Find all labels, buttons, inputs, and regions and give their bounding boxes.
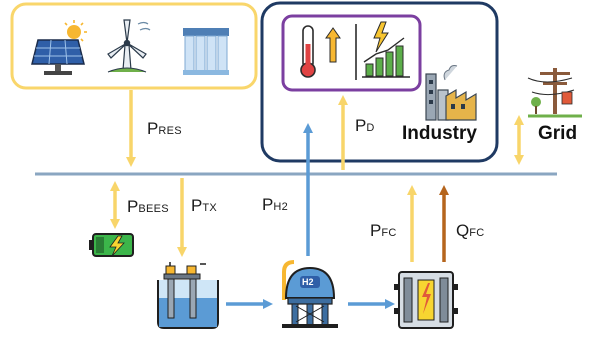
battery-icon (89, 233, 134, 257)
solar-panel-icon (31, 20, 87, 75)
p-d-main: P (355, 116, 367, 135)
p-fc-sub: FC (381, 227, 397, 239)
grid-label: Grid (538, 123, 578, 144)
p-res-main: P (147, 119, 159, 138)
demand-box (281, 14, 422, 92)
renewables-box (10, 2, 258, 90)
tank-h2-label: H2 (302, 277, 314, 287)
p-d-sub: D (366, 122, 375, 134)
q-fc-sub: FC (469, 227, 485, 239)
p-bees-sub: BEES (138, 203, 169, 215)
hydrogen-tank-icon (282, 260, 338, 328)
industry-label: Industry (402, 123, 477, 144)
fuel-cell-icon (394, 271, 458, 329)
industry-box (260, 1, 499, 163)
p-res-label: PRES (147, 120, 182, 137)
p-fc-label: PFC (370, 222, 397, 239)
electrolyzer-icon (157, 262, 219, 329)
q-fc-main: Q (456, 221, 470, 240)
p-h2-main: P (262, 195, 274, 214)
power-pole-icon (527, 68, 582, 118)
p-tx-sub: TX (202, 202, 217, 214)
factory-icon (425, 65, 477, 121)
p-h2-sub: H2 (273, 201, 289, 213)
p-tx-main: P (191, 196, 203, 215)
thermometer-icon (300, 25, 341, 78)
q-fc-label: QFC (456, 222, 485, 239)
hydro-dam-icon (183, 28, 229, 75)
p-h2-label: PH2 (262, 196, 288, 213)
p-bees-label: PBEES (127, 198, 169, 215)
demand-chart-icon (362, 21, 410, 78)
p-res-sub: RES (158, 125, 182, 137)
p-fc-main: P (370, 221, 382, 240)
p-tx-label: PTX (191, 197, 217, 214)
wind-turbine-icon (107, 19, 151, 73)
p-d-label: PD (355, 117, 375, 134)
p-bees-main: P (127, 197, 139, 216)
